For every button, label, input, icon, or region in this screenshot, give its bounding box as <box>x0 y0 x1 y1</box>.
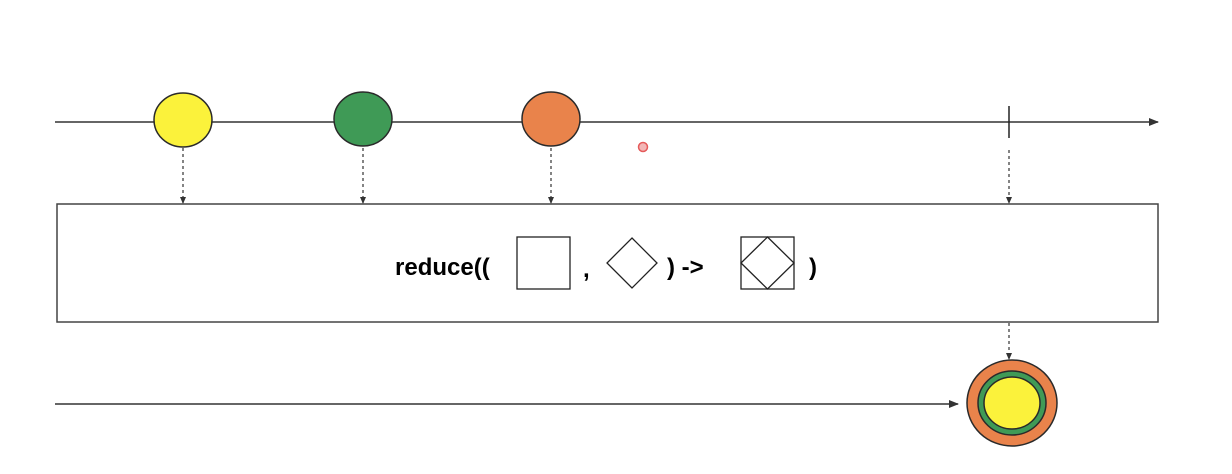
marble-orange <box>521 91 581 147</box>
result-layer-yellow <box>983 376 1041 430</box>
operator-prefix: reduce(( <box>395 254 490 281</box>
marble-green <box>333 91 393 147</box>
cursor-dot <box>637 141 649 153</box>
marble-yellow <box>153 92 213 148</box>
operator-comma: , <box>583 256 590 283</box>
result-marble <box>966 359 1058 447</box>
accumulator-square-icon <box>516 236 571 290</box>
result-square-diamond-icon <box>740 236 795 290</box>
value-diamond-icon <box>606 237 658 289</box>
operator-suffix: ) <box>809 254 817 281</box>
operator-arrow: ) -> <box>667 254 704 281</box>
